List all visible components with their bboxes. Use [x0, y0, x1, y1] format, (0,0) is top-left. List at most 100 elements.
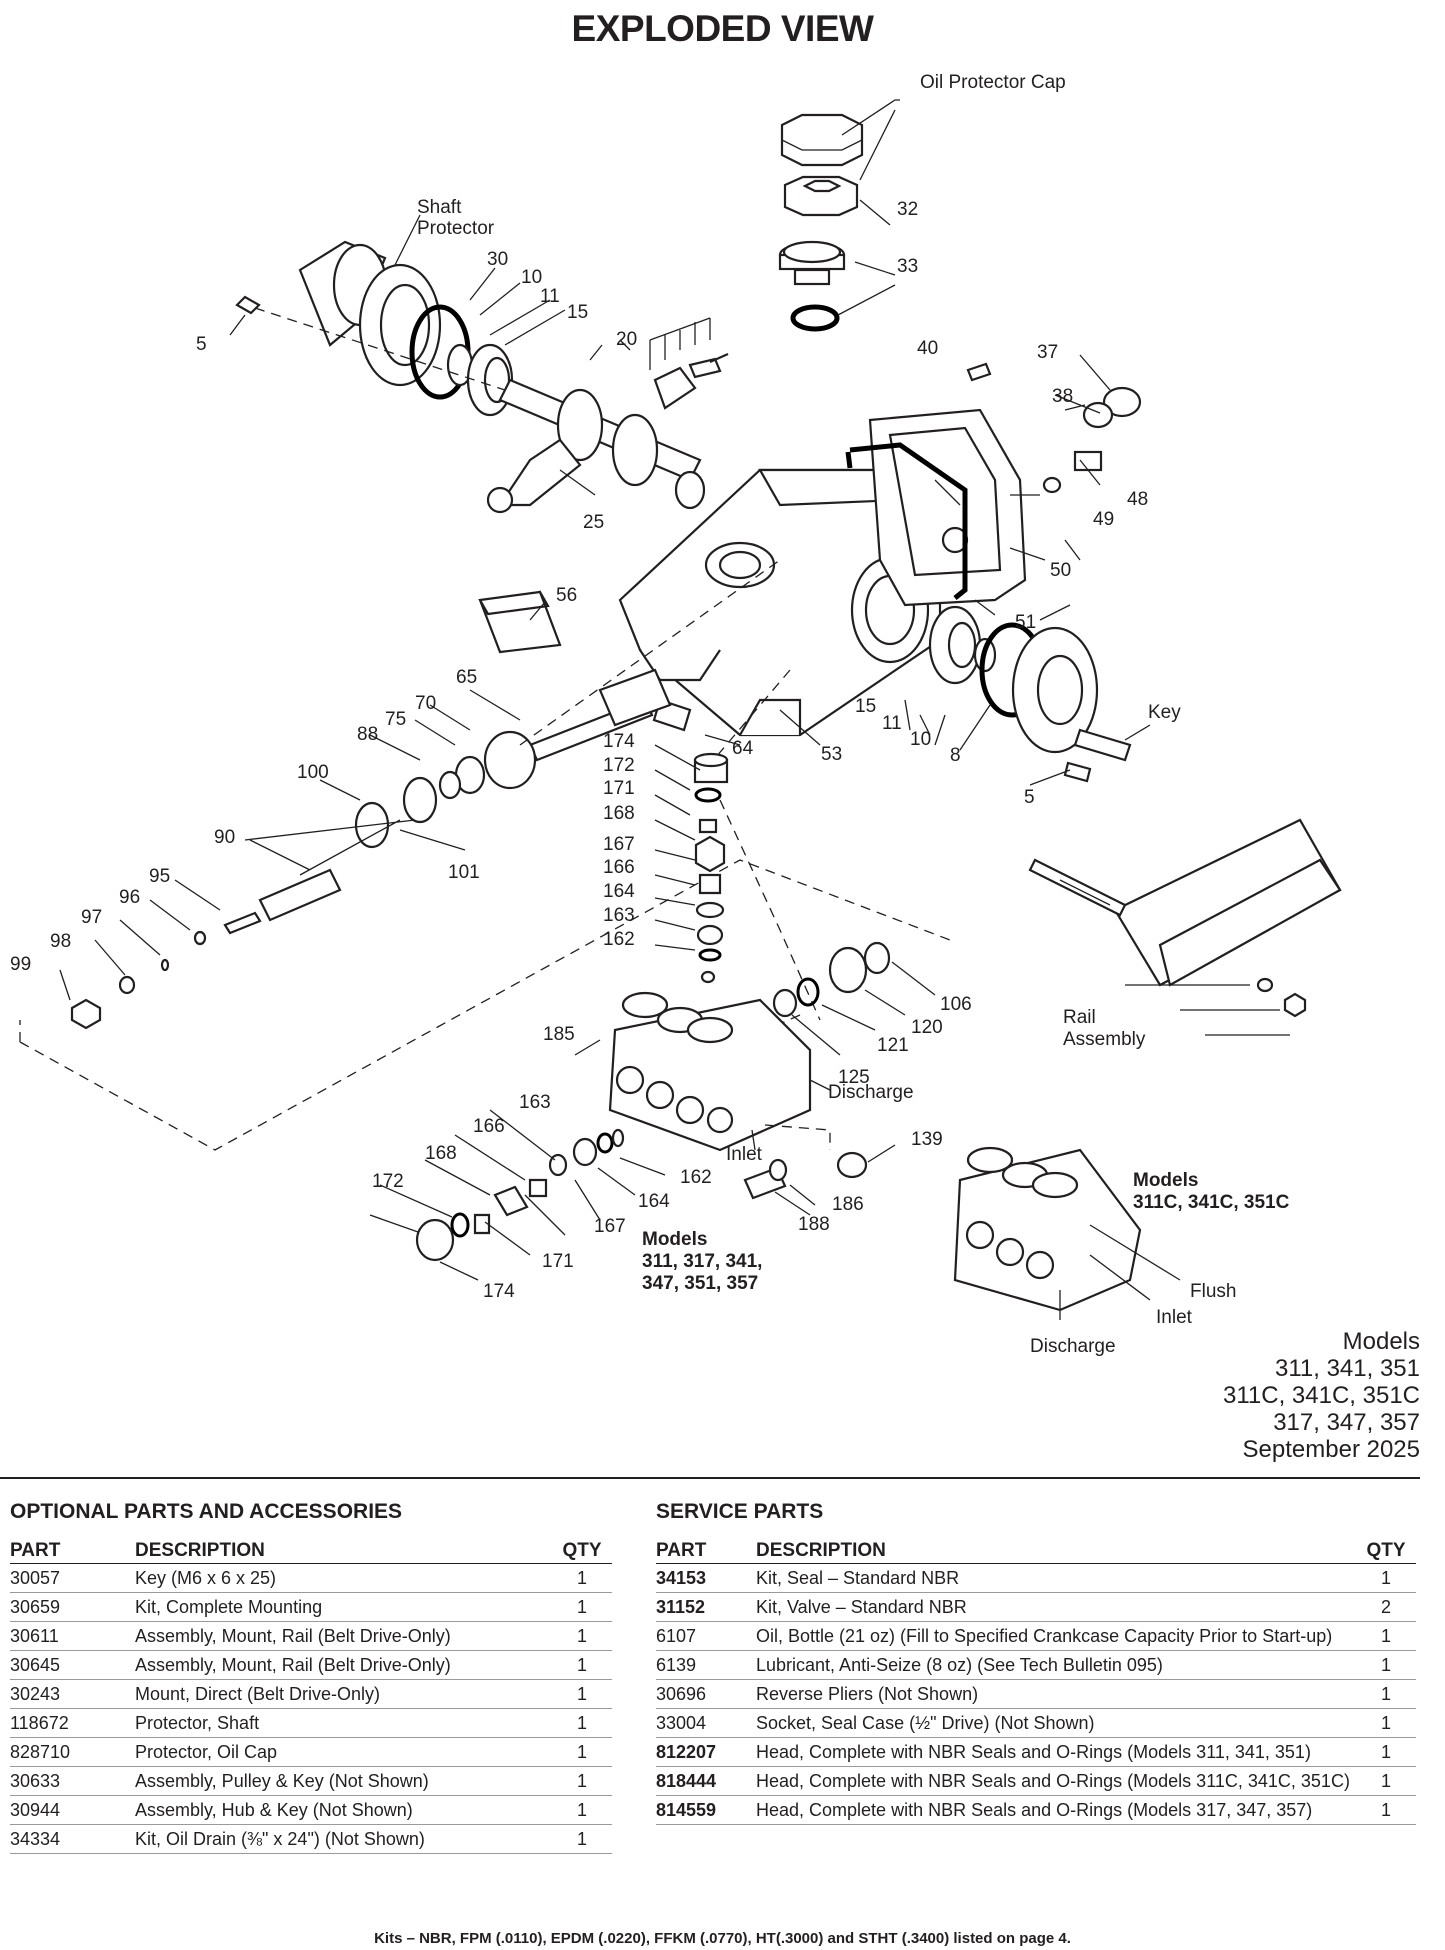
- bearing-15-icon: [466, 343, 514, 417]
- seat-163-icon: [696, 924, 724, 946]
- screw-5b-icon: [1063, 761, 1092, 783]
- service-cell-desc: Head, Complete with NBR Seals and O-Ring…: [756, 1795, 1356, 1825]
- service-parts-section: SERVICE PARTS PART DESCRIPTION QTY 34153…: [656, 1500, 1416, 1825]
- service-cell-qty: 1: [1356, 1766, 1416, 1796]
- service-cell-part: 30696: [656, 1679, 756, 1709]
- callout-33: 33: [897, 256, 918, 277]
- callout-56: 56: [556, 585, 577, 606]
- plug-174b-icon: [415, 1218, 455, 1262]
- callout-32: 32: [897, 199, 918, 220]
- service-cell-part: 31152: [656, 1592, 756, 1622]
- service-cell-part: 34153: [656, 1563, 756, 1593]
- callout-120: 120: [911, 1017, 943, 1038]
- service-cell-qty: 1: [1356, 1621, 1416, 1651]
- callout-188: 188: [798, 1214, 830, 1235]
- optional-cell-part: 30633: [10, 1766, 135, 1796]
- service-cell-qty: 1: [1356, 1737, 1416, 1767]
- flange-8-icon: [1011, 626, 1099, 754]
- service-cell-desc: Kit, Seal – Standard NBR: [756, 1563, 1356, 1593]
- callout-97: 97: [81, 907, 102, 928]
- models-line-5: September 2025: [1242, 1436, 1420, 1463]
- models-block: Models 311, 341, 351 311C, 341C, 351C 31…: [1223, 1328, 1420, 1463]
- alternate-head-icon: [953, 1146, 1142, 1312]
- label-shaft-protector-2: Protector: [417, 218, 495, 239]
- optional-col-qty: QTY: [552, 1538, 612, 1564]
- optional-cell-part: 30659: [10, 1592, 135, 1622]
- spring-171b-icon: [473, 1213, 491, 1235]
- callout-50: 50: [1050, 560, 1071, 581]
- seat-120-icon: [828, 946, 868, 994]
- crankshaft-icon: [498, 378, 706, 510]
- service-cell-part: 6139: [656, 1650, 756, 1680]
- optional-cell-part: 118672: [10, 1708, 135, 1738]
- callout-5: 5: [1024, 787, 1035, 808]
- label-models-a-1: Models: [642, 1229, 707, 1250]
- models-line-4: 317, 347, 357: [1273, 1409, 1420, 1436]
- callout-64: 64: [732, 738, 754, 759]
- ring-106-icon: [863, 941, 891, 975]
- callout-95: 95: [149, 866, 170, 887]
- callout-65: 65: [456, 667, 477, 688]
- o-ring-121-icon: [796, 977, 820, 1007]
- callout-15: 15: [855, 696, 876, 717]
- service-col-qty: QTY: [1356, 1538, 1416, 1564]
- optional-header-row: PART DESCRIPTION QTY: [10, 1538, 612, 1564]
- retainer-100-icon: [402, 776, 438, 824]
- callout-172: 172: [372, 1171, 404, 1192]
- service-cell-part: 812207: [656, 1737, 756, 1767]
- callout-96: 96: [119, 887, 140, 908]
- plug-139-icon: [836, 1151, 868, 1179]
- service-cell-desc: Socket, Seal Case (½" Drive) (Not Shown): [756, 1708, 1356, 1738]
- service-cell-part: 814559: [656, 1795, 756, 1825]
- rail-assembly-icon: [1028, 818, 1342, 1018]
- plug-48-icon: [1042, 450, 1103, 494]
- connecting-rod-icon: [486, 366, 697, 514]
- ring-88-icon: [438, 770, 462, 800]
- service-cell-part: 33004: [656, 1708, 756, 1738]
- optional-cell-qty: 1: [552, 1766, 612, 1796]
- optional-cell-part: 30944: [10, 1795, 135, 1825]
- seat-164b-icon: [572, 1137, 598, 1167]
- retainer-167-icon: [694, 835, 726, 873]
- manifold-head-icon: [608, 991, 812, 1152]
- callout-100: 100: [297, 762, 329, 783]
- callout-162: 162: [680, 1167, 712, 1188]
- optional-cell-desc: Assembly, Mount, Rail (Belt Drive-Only): [135, 1650, 552, 1680]
- label-flush: Flush: [1190, 1281, 1236, 1302]
- service-cell-qty: 2: [1356, 1592, 1416, 1622]
- callout-10: 10: [521, 267, 542, 288]
- label-models-a-3: 347, 351, 357: [642, 1273, 758, 1294]
- callout-5: 5: [196, 334, 207, 355]
- bearing-right-icon: [928, 605, 997, 685]
- key-icon: [1073, 728, 1132, 762]
- oil-protector-cap-icon: [780, 113, 864, 167]
- callout-125: 125: [838, 1067, 870, 1088]
- label-discharge-2: Discharge: [1030, 1336, 1116, 1357]
- optional-cell-qty: 1: [552, 1795, 612, 1825]
- optional-cell-desc: Assembly, Mount, Rail (Belt Drive-Only): [135, 1621, 552, 1651]
- service-cell-desc: Head, Complete with NBR Seals and O-Ring…: [756, 1737, 1356, 1767]
- o-ring-172b-icon: [450, 1212, 470, 1238]
- service-cell-part: 818444: [656, 1766, 756, 1796]
- label-models-b-2: 311C, 341C, 351C: [1133, 1192, 1290, 1213]
- callout-168: 168: [603, 803, 635, 824]
- optional-cell-qty: 1: [552, 1592, 612, 1622]
- spring-166b-icon: [528, 1178, 548, 1198]
- optional-cell-qty: 1: [552, 1679, 612, 1709]
- service-cell-part: 6107: [656, 1621, 756, 1651]
- section-divider: [0, 1477, 1420, 1479]
- callout-70: 70: [415, 693, 436, 714]
- exploded-view-diagram: Oil Protector Cap Shaft Protector Key Ra…: [10, 72, 1342, 1357]
- service-cell-qty: 1: [1356, 1795, 1416, 1825]
